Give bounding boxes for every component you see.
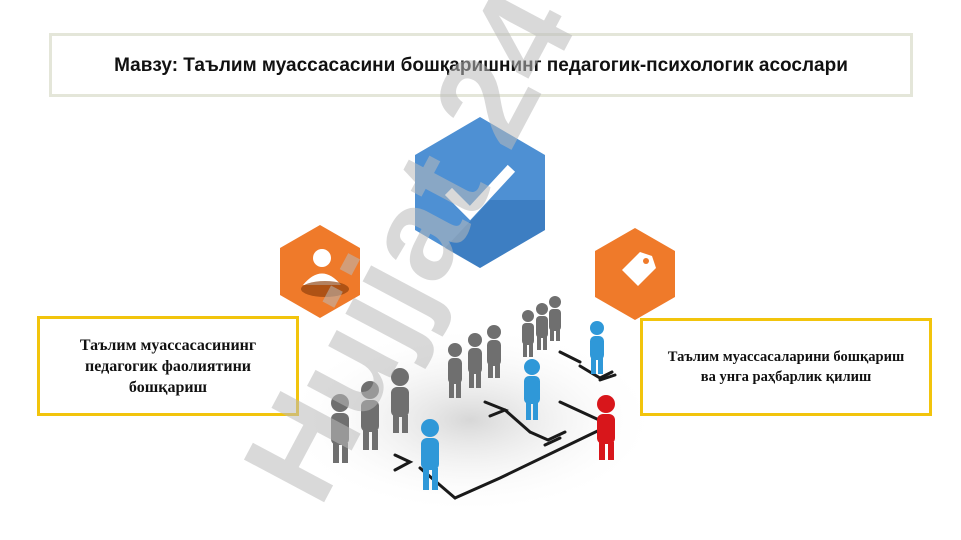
gray-person	[487, 325, 501, 378]
right-box-text: Таълим муассасаларини бошқариш ва унга р…	[667, 349, 905, 385]
blue-person	[524, 359, 540, 420]
blue-person	[421, 419, 439, 490]
title-box: Мавзу: Таълим муассасасини бошқаришнинг …	[49, 33, 913, 97]
hierarchy-lines	[393, 350, 617, 500]
gray-person	[361, 381, 379, 450]
checkmark-icon	[444, 164, 516, 221]
gray-person	[448, 343, 462, 398]
gray-person	[536, 303, 548, 350]
user-hexagon	[280, 225, 360, 318]
left-text-box: Таълим муассасасининг педагогик фаолияти…	[37, 316, 299, 416]
red-leader-figure	[597, 395, 615, 460]
gray-person	[549, 296, 561, 341]
gray-figures	[331, 296, 561, 463]
blue-person	[590, 321, 604, 374]
gray-person	[522, 310, 534, 357]
checkmark-hexagon	[415, 117, 545, 268]
floor-shadow	[280, 325, 660, 515]
gray-person	[391, 368, 409, 433]
gray-person	[468, 333, 482, 388]
user-icon	[301, 249, 349, 297]
tag-hexagon	[595, 228, 675, 320]
left-box-text: Таълим муассасасининг педагогик фаолияти…	[79, 336, 257, 396]
blue-figures	[421, 321, 604, 490]
gray-person	[331, 394, 349, 463]
right-text-box: Таълим муассасаларини бошқариш ва унга р…	[640, 318, 932, 416]
page-title: Мавзу: Таълим муассасасини бошқаришнинг …	[114, 54, 848, 76]
tag-icon	[622, 252, 656, 286]
